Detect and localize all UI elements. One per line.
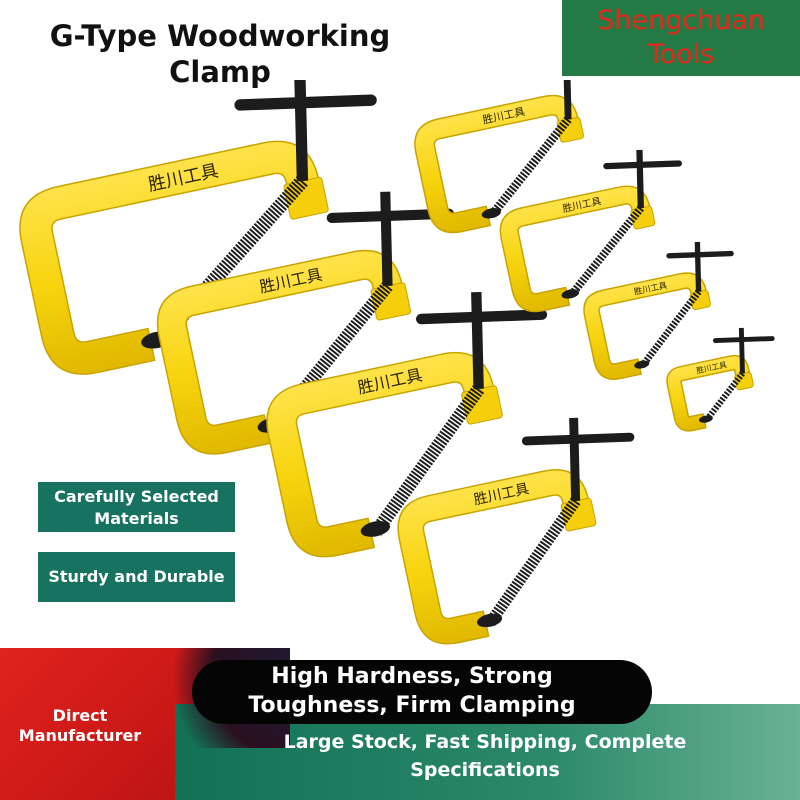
clamp-boss [556,116,585,143]
clamp-5: 胜川工具 [414,80,585,234]
strength-text: High Hardness, Strong Toughness, Firm Cl… [248,664,576,718]
clamp-1: 胜川工具 [19,80,377,375]
clamp-screw [488,116,572,218]
clamp-pad [699,415,713,423]
clamp-frame [499,185,652,313]
clamp-pad [481,208,501,219]
clamp-frame [397,469,591,645]
stock-text: Large Stock, Fast Shipping, Complete Spe… [283,731,687,781]
clamp-pad [634,360,650,369]
clamp-t-handle-shaft [563,80,572,120]
clamp-t-handle-shaft [471,291,484,390]
brand-badge: Shengchuan Tools [562,0,800,76]
product-title: G-Type Woodworking Clamp [49,19,391,89]
clamp-t-handle-bar [603,160,682,170]
clamp-pad [360,521,390,537]
clamp-8: 胜川工具 [666,327,775,432]
direct-manufacturer-text: Direct Manufacturer [18,706,142,745]
clamp-screw [703,371,745,423]
clamp-boss [689,289,711,311]
clamp-6: 胜川工具 [499,149,682,313]
clamp-frame [156,249,404,455]
feature-badge-materials: Carefully Selected Materials [38,482,235,532]
clamp-t-handle-bar [666,250,734,259]
clamp-screw [639,289,702,369]
clamp-boss [734,371,754,391]
clamp-t-handle-shaft [738,327,745,374]
clamp-screw [567,205,644,299]
clamp-t-handle-shaft [294,80,309,181]
clamp-pad [477,613,503,628]
clamp-pad [561,289,580,299]
black-pill [192,660,652,724]
clamp-t-handle-shaft [380,191,393,286]
clamp-screw [485,497,581,627]
clamp-t-handle-shaft [694,241,702,292]
clamp-4: 胜川工具 [397,417,635,645]
clamp-boss [560,497,597,532]
clamp-boss [461,385,503,425]
clamp-frame [19,140,321,375]
clamp-t-handle-bar [521,432,635,446]
clamp-7: 胜川工具 [583,241,734,380]
clamp-t-handle-shaft [636,149,644,209]
clamp-t-handle-bar [415,309,548,325]
clamp-screw [370,385,485,536]
clamp-t-handle-shaft [569,417,581,501]
clamp-frame [666,354,751,432]
feature-badge-durable: Sturdy and Durable [38,552,235,602]
bottom-banner: High Hardness, Strong Toughness, Firm Cl… [0,648,800,800]
clamp-t-handle-bar [234,94,377,111]
clamp-t-handle-bar [712,336,775,344]
clamp-frame [583,272,708,380]
clamp-screw [152,176,308,348]
clamp-frame [266,351,496,558]
clamp-frame [414,94,580,234]
